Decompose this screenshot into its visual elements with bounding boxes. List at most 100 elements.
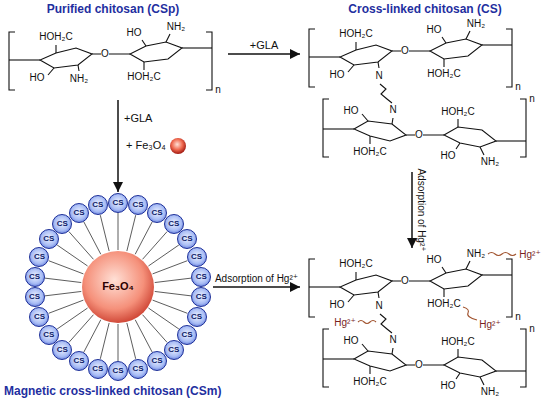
spoke [49, 300, 84, 313]
spoke [69, 315, 94, 343]
spoke [143, 315, 168, 343]
atom-label: HOH₂C [127, 71, 160, 83]
node-label: CS [112, 366, 123, 376]
chitosan-structure: Purified chitosan (CSp) HOH₂C HO NH₂ O HO NH₂ H… [0, 0, 228, 100]
node-label: CS [196, 292, 207, 302]
atom-label: HO [427, 24, 442, 36]
binding-wave [463, 307, 477, 320]
ion-label: Hg²⁺ [479, 319, 500, 331]
node-label: CS [34, 252, 45, 262]
atom-label: HOH₂C [39, 31, 72, 43]
atom-label: O [101, 48, 109, 60]
spoke [45, 278, 82, 282]
atom-label: O [415, 129, 423, 141]
chitosan-bead: CS [164, 340, 184, 360]
spoke [127, 323, 136, 359]
atom-label: HOH₂C [353, 376, 386, 388]
spoke [148, 245, 178, 266]
atom-label: HOH₂C [353, 146, 386, 158]
spokes [45, 213, 192, 361]
atom-label: HOH₂C [339, 28, 372, 40]
chitosan-bead: CS [25, 267, 45, 287]
chitosan-bead: CS [128, 359, 148, 379]
spoke [143, 232, 168, 260]
atom-label: HOH₂C [441, 336, 474, 348]
structure-title: Cross-linked chitosan (CS) [348, 2, 501, 16]
spoke [148, 308, 178, 329]
atom-label: O [401, 45, 409, 57]
chitosan-chain [9, 32, 212, 90]
atom-label: HOH₂C [441, 106, 474, 118]
node-label: CS [34, 312, 45, 322]
atom-label: HOH₂C [427, 68, 460, 80]
node-label: CS [191, 312, 202, 322]
spoke [69, 232, 94, 260]
atom-label: HO [30, 72, 45, 84]
node-label: CS [57, 219, 68, 229]
atom-label: O [401, 275, 409, 287]
atom-label: N [389, 334, 396, 346]
node-label: CS [151, 208, 162, 218]
atom-label: HO [441, 380, 456, 392]
atom-label: HO [330, 299, 345, 311]
node-label: CS [196, 272, 207, 282]
binding-wave [358, 321, 376, 324]
atom-label: n [215, 84, 221, 96]
atom-label: HO [344, 335, 359, 347]
node-label: CS [133, 364, 144, 374]
spoke [127, 215, 136, 251]
chitosan-bead: CS [108, 361, 128, 381]
spoke [57, 245, 87, 266]
magnetite-core: Fe₃O₄ [82, 251, 154, 323]
node-label: CS [112, 198, 123, 208]
node-label: CS [168, 219, 179, 229]
ion-label: Hg²⁺ [519, 249, 540, 261]
reaction-arrow [117, 100, 119, 192]
chitosan-chain [323, 329, 526, 387]
spoke [155, 291, 192, 295]
atom-label: NH₂ [70, 73, 88, 85]
spoke [100, 215, 109, 251]
atom-label: HO [127, 27, 142, 39]
chitosan-bead: CS [187, 247, 207, 267]
spoke [153, 300, 188, 313]
node-label: CS [182, 234, 193, 244]
node-label: CS [92, 364, 103, 374]
chitosan-bead: CS [69, 203, 89, 223]
chitosan-bead: CS [25, 287, 45, 307]
node-label: Fe₃O₄ [102, 280, 134, 293]
atom-label: O [415, 359, 423, 371]
node-label: CS [182, 330, 193, 340]
atom-label: NH₂ [167, 21, 185, 33]
structure-title: Purified chitosan (CSp) [47, 2, 180, 16]
reaction-arrow [213, 286, 300, 288]
atom-label: n [529, 93, 535, 105]
node-label: CS [57, 345, 68, 355]
chitosan-bead: CS [187, 307, 207, 327]
structure-title: Magnetic cross-linked chitosan (CSm) [4, 384, 221, 398]
atom-label: HOH₂C [427, 298, 460, 310]
chitosan-bead: CS [29, 307, 49, 327]
node-label: CS [43, 234, 54, 244]
magnetite-sphere [170, 138, 186, 154]
chitosan-structure: HOH₂CHONOHONH₂HOH₂CnHOH₂CHONOHONH₂HOH₂Cn… [300, 248, 548, 402]
reaction-label: +GLA [250, 39, 278, 51]
chitosan-chain [309, 259, 512, 317]
atom-label: n [515, 81, 521, 93]
spoke [57, 308, 87, 329]
chitosan-chain [323, 99, 526, 157]
chitosan-bead: CS [29, 247, 49, 267]
spoke [153, 261, 188, 274]
node-label: CS [191, 252, 202, 262]
chitosan-bead: CS [191, 287, 211, 307]
atom-label: HO [427, 254, 442, 266]
atom-label: NH₂ [481, 156, 499, 168]
spoke [100, 323, 109, 359]
chitosan-bead: CS [88, 195, 108, 215]
magnetic-particle: Magnetic cross-linked chitosan (CSm)Fe₃O… [23, 192, 213, 382]
spoke [118, 324, 119, 361]
ion-label: Hg²⁺ [334, 317, 355, 329]
spoke [45, 291, 82, 295]
atom-label: N [389, 104, 396, 116]
spoke [84, 221, 101, 254]
